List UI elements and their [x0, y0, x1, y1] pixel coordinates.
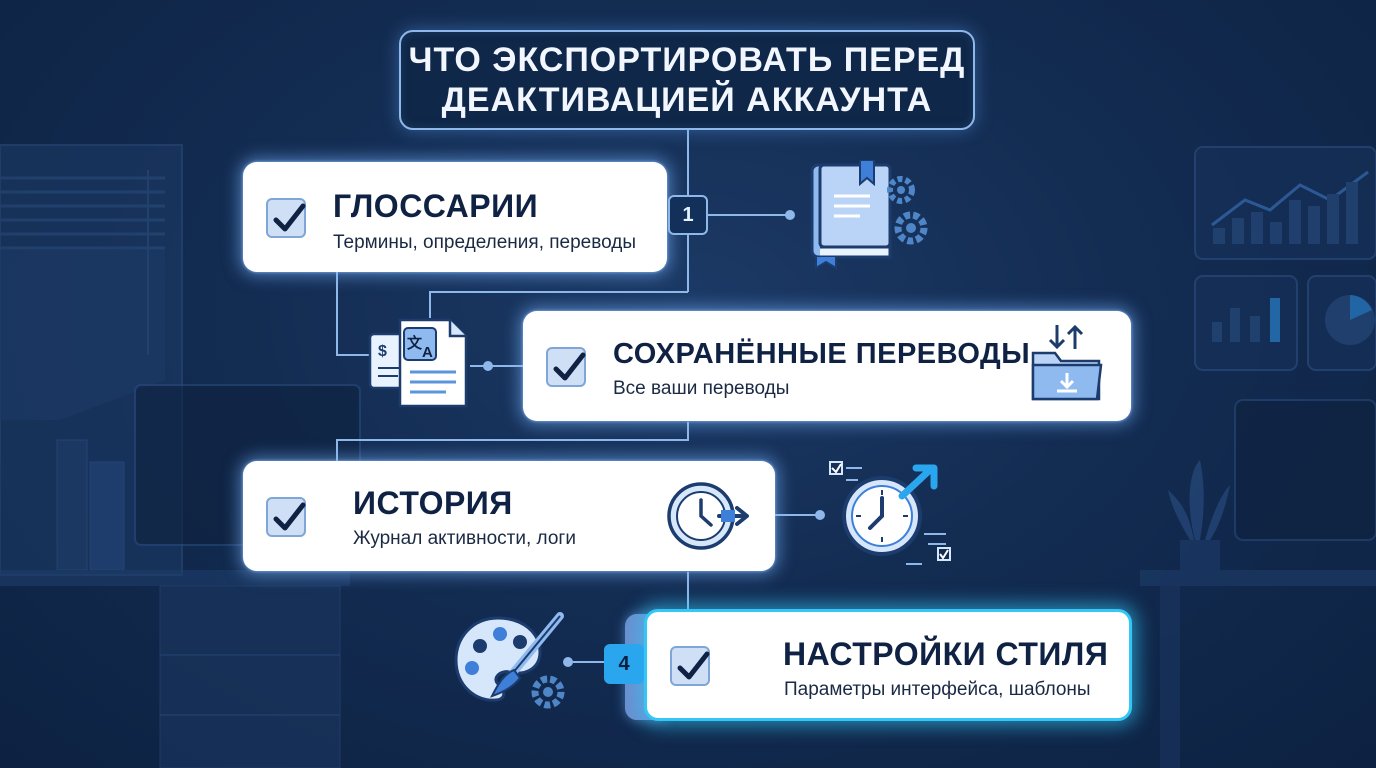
book-gears-icon — [810, 160, 928, 270]
title-box: ЧТО ЭКСПОРТИРОВАТЬ ПЕРЕД ДЕАКТИВАЦИЕЙ АК… — [399, 30, 975, 130]
checkbox-checked-icon — [670, 646, 710, 686]
svg-text:A: A — [422, 344, 433, 361]
card-subtitle: Журнал активности, логи — [353, 528, 576, 549]
card-style-settings: НАСТРОЙКИ СТИЛЯ Параметры интерфейса, ша… — [644, 609, 1132, 721]
clock-export-icon — [667, 482, 749, 550]
card-title: НАСТРОЙКИ СТИЛЯ — [783, 636, 1109, 672]
checkbox-checked-icon — [546, 347, 586, 387]
translated-documents-icon: $ 文 A — [368, 318, 468, 408]
step-number-badge: 1 — [668, 195, 708, 235]
step-number-badge: 4 — [604, 644, 644, 684]
palette-brush-icon — [454, 612, 565, 709]
card-history: ИСТОРИЯ Журнал активности, логи — [243, 461, 775, 571]
clock-history-icon — [829, 461, 951, 565]
card-title: СОХРАНЁННЫЕ ПЕРЕВОДЫ — [613, 338, 1031, 370]
card-title: ИСТОРИЯ — [353, 485, 513, 521]
svg-text:文: 文 — [407, 334, 423, 352]
card-title: ГЛОССАРИИ — [333, 188, 539, 224]
title-line-2: ДЕАКТИВАЦИЕЙ АККАУНТА — [441, 81, 933, 119]
card-subtitle: Все ваши переводы — [613, 378, 790, 399]
card-glossaries: ГЛОССАРИИ Термины, определения, переводы — [243, 162, 667, 272]
checkbox-checked-icon — [266, 497, 306, 537]
card-subtitle: Термины, определения, переводы — [333, 232, 637, 253]
card-saved-translations: СОХРАНЁННЫЕ ПЕРЕВОДЫ Все ваши переводы — [523, 311, 1131, 421]
svg-text:$: $ — [378, 343, 387, 360]
card-subtitle: Параметры интерфейса, шаблоны — [784, 679, 1091, 700]
checkbox-checked-icon — [266, 198, 306, 238]
folder-transfer-icon — [1031, 324, 1103, 401]
title-line-1: ЧТО ЭКСПОРТИРОВАТЬ ПЕРЕД — [408, 41, 966, 79]
